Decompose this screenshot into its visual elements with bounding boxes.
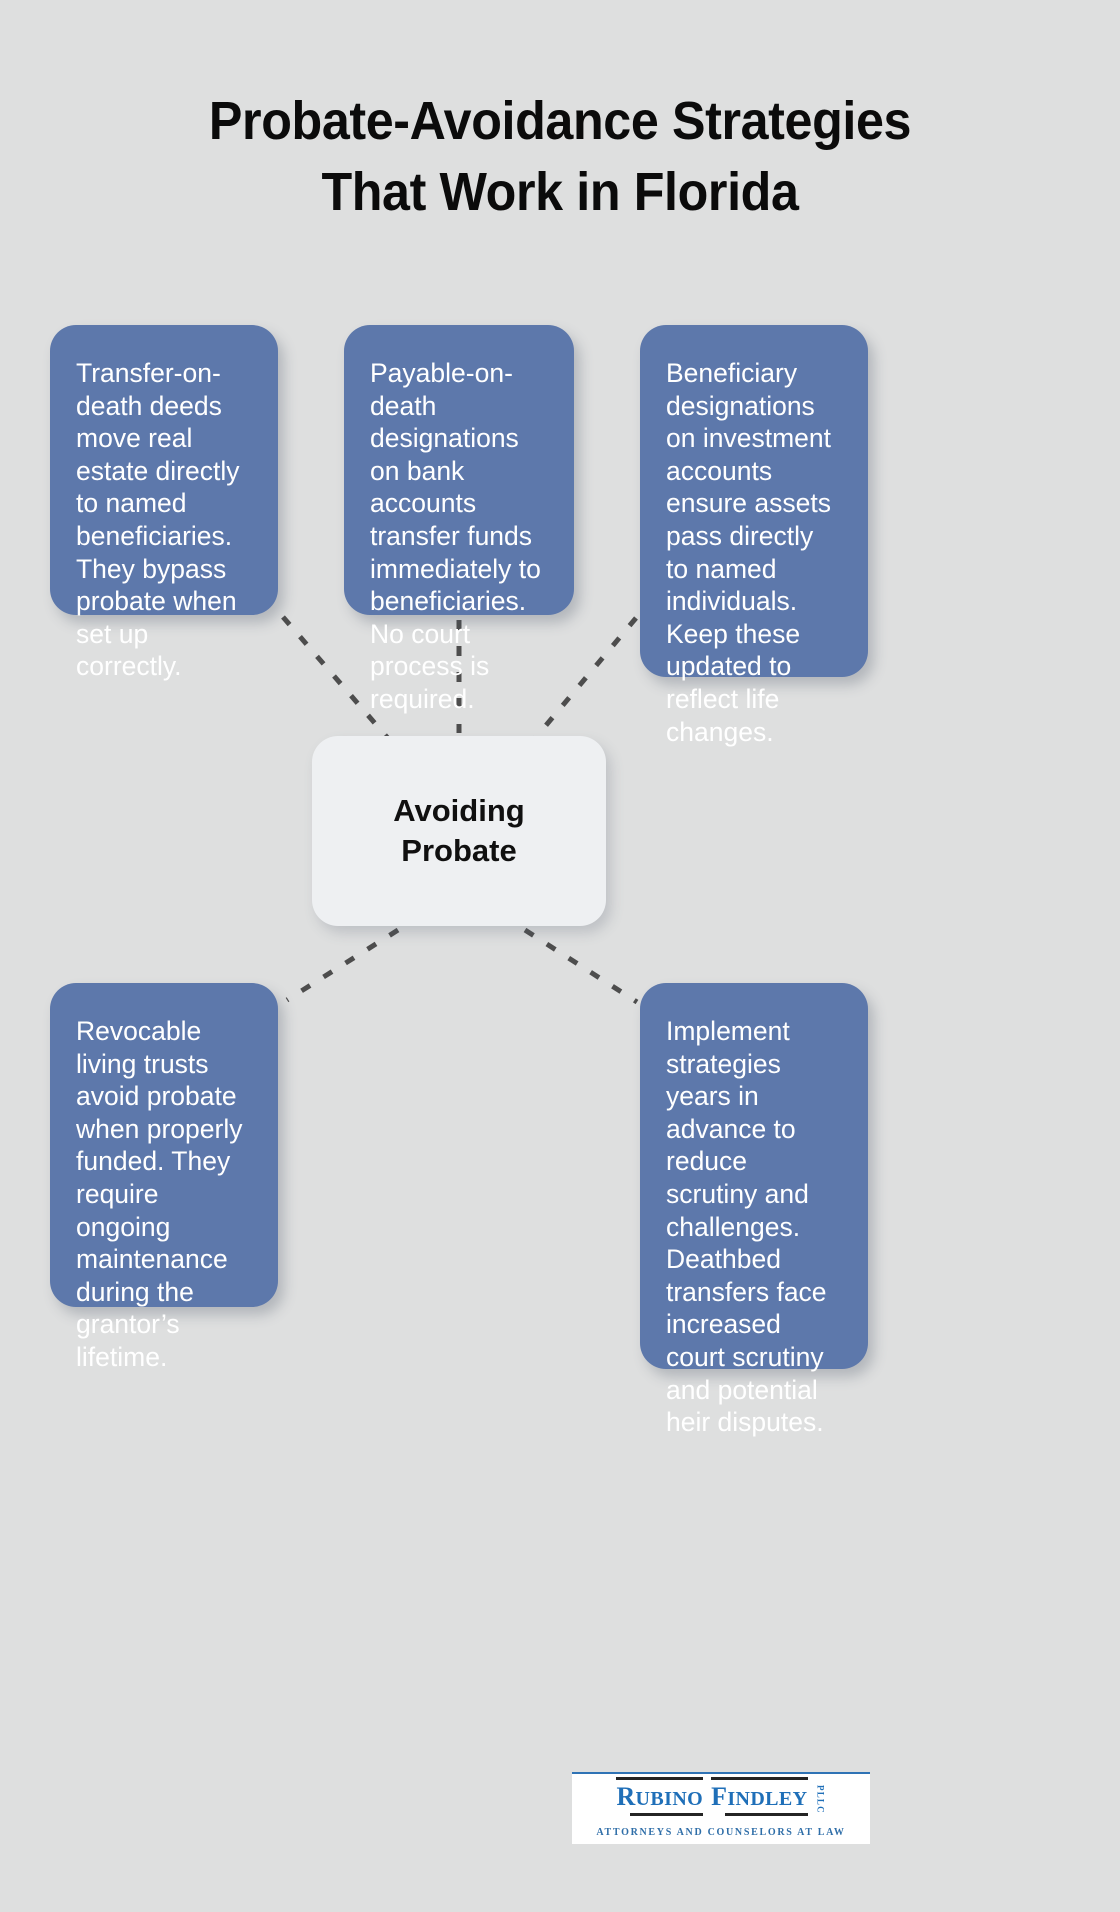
logo-word-rubino: RUBINO [616, 1777, 704, 1817]
logo-rubino-initial: R [616, 1782, 636, 1812]
logo-wordmark: RUBINO FINDLEY PLLC [616, 1777, 826, 1817]
card-text: Transfer-on-death deeds move real estate… [76, 358, 240, 682]
logo-rule-top [711, 1777, 808, 1781]
title-text: Probate-Avoidance Strategies That Work i… [208, 91, 912, 223]
card-text: Revocable living trusts avoid probate wh… [76, 1016, 243, 1372]
center-node-avoiding-probate: Avoiding Probate [312, 736, 606, 926]
logo-rule-top [616, 1777, 704, 1781]
connector-bottom-left [285, 927, 400, 1003]
firm-logo: RUBINO FINDLEY PLLC ATTORNEYS AND COUNSE… [572, 1772, 870, 1844]
card-advance-planning-timing: Implement strategies years in advance to… [640, 983, 868, 1437]
card-text: Implement strategies years in advance to… [666, 1016, 827, 1438]
page-title: Probate-Avoidance Strategies That Work i… [0, 86, 1120, 229]
card-transfer-on-death-deeds: Transfer-on-death deeds move real estate… [50, 325, 278, 681]
card-revocable-living-trusts: Revocable living trusts avoid probate wh… [50, 983, 278, 1372]
logo-tagline: ATTORNEYS AND COUNSELORS AT LAW [596, 1826, 846, 1838]
logo-entity-suffix: PLLC [815, 1785, 826, 1814]
logo-rule-bottom [630, 1813, 704, 1817]
logo-findley-rest: INDLEY [727, 1788, 808, 1811]
card-beneficiary-designations: Beneficiary designations on investment a… [640, 325, 868, 747]
logo-rule-bottom [725, 1813, 808, 1817]
logo-findley-initial: F [711, 1782, 728, 1812]
card-text: Payable-on-death designations on bank ac… [370, 358, 541, 714]
center-node-label: Avoiding Probate [393, 793, 525, 868]
connector-bottom-right [523, 927, 639, 1005]
logo-word-findley: FINDLEY [711, 1777, 808, 1817]
logo-rubino-rest: UBINO [635, 1788, 704, 1811]
card-text: Beneficiary designations on investment a… [666, 358, 831, 747]
card-payable-on-death-designations: Payable-on-death designations on bank ac… [344, 325, 574, 714]
